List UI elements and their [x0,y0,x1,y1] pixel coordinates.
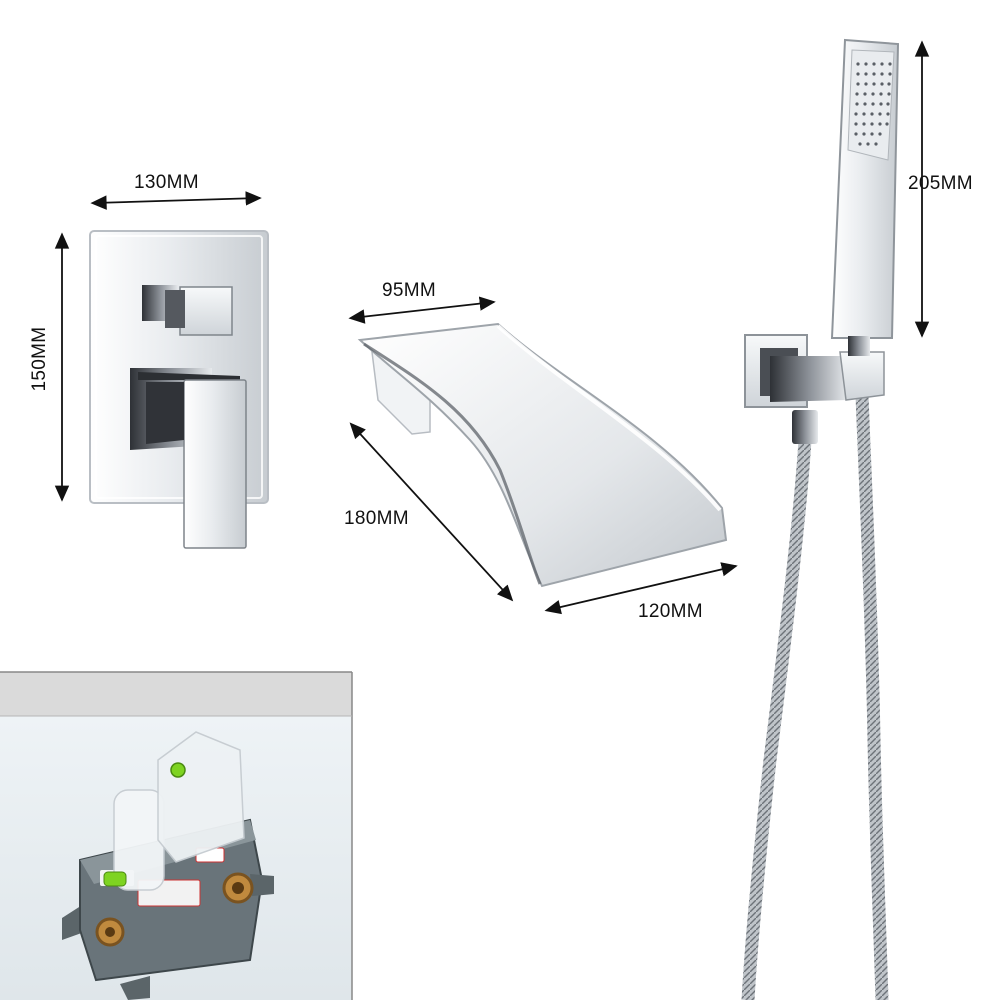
shower-hose [855,394,889,1001]
dimension-label-spout-top: 95MM [382,280,436,301]
shower-hose [741,439,812,1001]
spray-nozzles [854,62,892,146]
concealed-box-inset [0,671,353,1000]
diverter-knob [142,285,233,336]
hand-shower-set [741,38,900,1001]
dimension-label-spout-side: 180MM [344,508,409,529]
diverter-panel [89,230,269,549]
dimension-label-handshower: 205MM [908,173,973,194]
dimension-label-panel-width: 130MM [134,172,199,193]
dimension-line-spout-front [544,562,738,615]
waterfall-spout [357,322,728,588]
dimension-line-spout-top [348,296,496,324]
dimension-label-spout-front: 120MM [638,601,703,622]
protective-covers [103,731,245,891]
hand-shower-head [830,38,900,356]
dimension-line-spout-side [349,422,514,602]
mixer-lever [130,368,247,549]
dimension-label-panel-height: 150MM [29,326,50,392]
dimension-line-panel-width [90,191,262,210]
